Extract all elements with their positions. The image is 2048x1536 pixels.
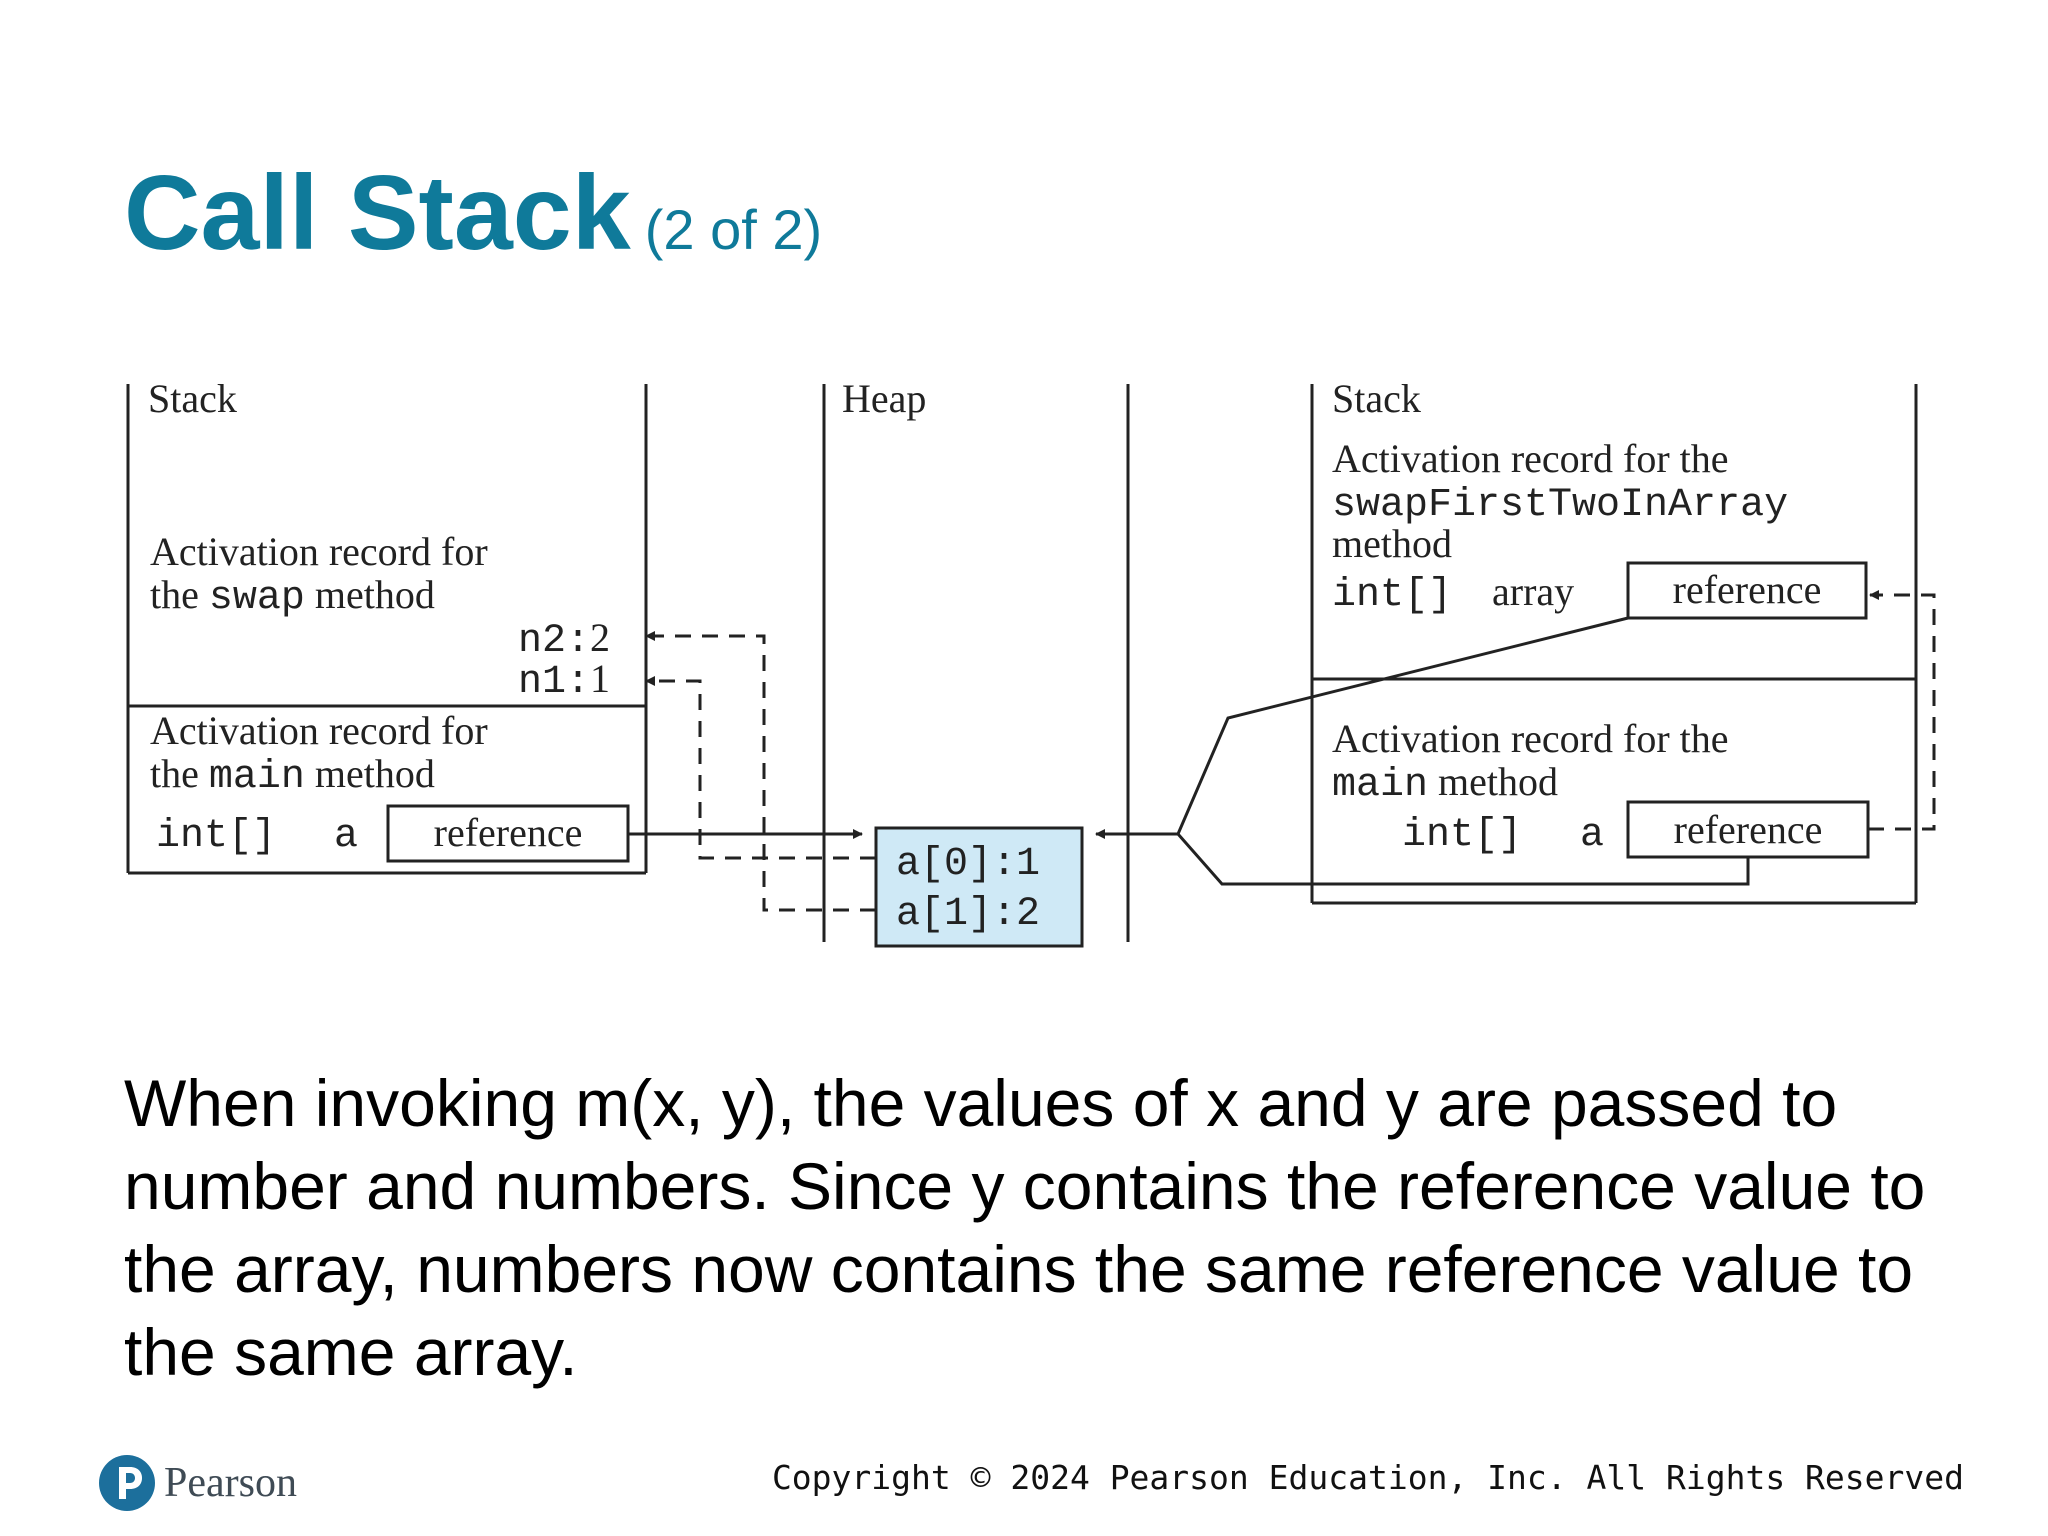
n2-variable: n2:2 — [518, 615, 610, 664]
right-swap-var-value: reference — [1673, 567, 1822, 612]
right-main-var-type: int[] — [1402, 813, 1522, 858]
left-main-record-line2: the main method — [150, 751, 435, 800]
right-swap-record-line2: swapFirstTwoInArray — [1332, 483, 1788, 528]
left-main-var-type: int[] — [156, 814, 276, 859]
call-stack-diagram: Stack Activation record for the swap met… — [126, 376, 1936, 948]
left-main-var-name: a — [334, 814, 358, 859]
right-swap-reference-box — [1626, 561, 1868, 620]
a0-to-n1-arrow — [645, 676, 876, 860]
left-stack-panel — [126, 384, 648, 875]
right-main-record-line1: Activation record for the — [1332, 716, 1729, 761]
pearson-logo-text: Pearson — [164, 1460, 297, 1506]
value-copy-arrows — [645, 590, 1936, 912]
left-swap-record-line1: Activation record for — [150, 529, 488, 574]
right-swap-var-type: int[] — [1332, 573, 1452, 618]
right-swap-reference-line — [1176, 616, 1629, 835]
right-main-reference-line — [1176, 833, 1750, 886]
heap-cell-1: a[1]:2 — [896, 892, 1040, 937]
title-suffix: (2 of 2) — [644, 198, 823, 261]
right-swap-var-name: array — [1492, 569, 1574, 614]
right-swap-record-line1: Activation record for the — [1332, 436, 1729, 481]
right-stack-label: Stack — [1332, 376, 1421, 421]
heap-label: Heap — [842, 376, 926, 421]
left-swap-record-line2: the swap method — [150, 572, 435, 621]
heap-array-box — [874, 826, 1084, 948]
slide-title: Call Stack(2 of 2) — [124, 160, 822, 266]
left-stack-label: Stack — [148, 376, 237, 421]
reference-arrows — [628, 616, 1750, 886]
copyright-notice: Copyright © 2024 Pearson Education, Inc.… — [771, 1458, 1964, 1497]
left-main-record-line1: Activation record for — [150, 708, 488, 753]
heap-cell-0: a[0]:1 — [896, 842, 1040, 887]
slide-body-text: When invoking m(x, y), the values of x a… — [124, 1066, 1926, 1389]
n1-variable: n1:1 — [518, 656, 610, 705]
heap-panel — [822, 384, 1130, 942]
title-main: Call Stack — [124, 154, 631, 272]
left-main-var-value: reference — [434, 810, 583, 855]
main-a-to-array-arrow — [1868, 590, 1936, 831]
right-swap-record-line3: method — [1332, 521, 1452, 566]
a1-to-n2-arrow — [645, 631, 876, 912]
right-main-record-line2: main method — [1332, 759, 1558, 808]
pearson-logo-icon — [99, 1455, 155, 1511]
right-main-var-value: reference — [1674, 807, 1823, 852]
right-main-var-name: a — [1580, 813, 1604, 858]
pearson-logo: Pearson — [98, 1454, 297, 1512]
